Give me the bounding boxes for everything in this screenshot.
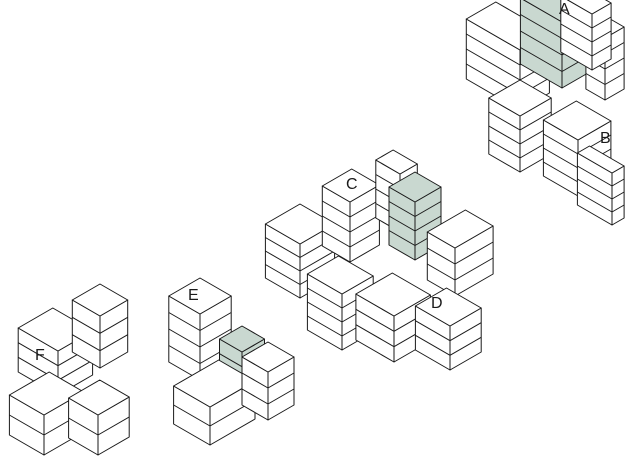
block-e-4 — [241, 341, 295, 421]
label-building-b: B — [600, 130, 611, 147]
block-b-1 — [488, 79, 552, 173]
block-c-2 — [321, 168, 380, 263]
block-b-3 — [576, 145, 625, 226]
label-building-a: A — [559, 1, 570, 18]
block-a-4 — [560, 0, 612, 71]
building-blocks — [8, 0, 625, 456]
block-c-5 — [426, 209, 494, 297]
label-building-c: C — [346, 176, 358, 193]
label-building-f: F — [35, 347, 45, 364]
block-f-4 — [68, 379, 130, 456]
label-building-d: D — [431, 295, 443, 312]
block-f-2 — [71, 283, 129, 369]
block-d-3 — [414, 287, 482, 371]
building-labels: A B C D E F — [35, 1, 611, 364]
label-building-e: E — [188, 287, 199, 304]
